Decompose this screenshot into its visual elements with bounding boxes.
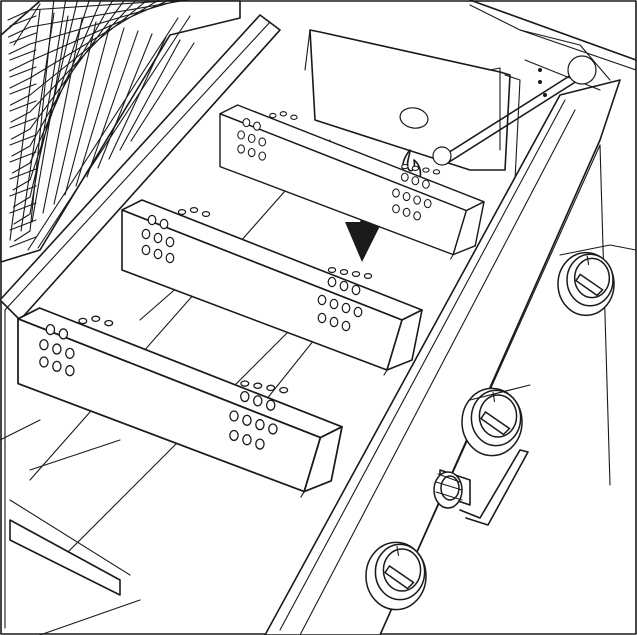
heat-plate-rear[interactable] <box>219 104 485 260</box>
heat-plate-middle[interactable] <box>121 199 423 376</box>
knob-front[interactable] <box>365 541 427 611</box>
igniter-button-icon[interactable] <box>433 449 529 526</box>
cooking-grate <box>0 0 241 263</box>
control-knobs <box>365 244 637 611</box>
drip-tray <box>9 499 141 635</box>
rod-loop-rear <box>567 55 597 85</box>
igniter-rod <box>432 55 597 166</box>
heat-plates <box>17 104 485 498</box>
firebox-back-wall <box>304 29 521 181</box>
knob-middle[interactable] <box>461 387 523 457</box>
firebox-left-wall <box>0 14 281 629</box>
rod-loop-front <box>432 146 452 166</box>
back-wall-port <box>399 107 429 129</box>
heat-plate-front[interactable] <box>17 307 343 498</box>
knob-rear[interactable] <box>557 251 615 317</box>
